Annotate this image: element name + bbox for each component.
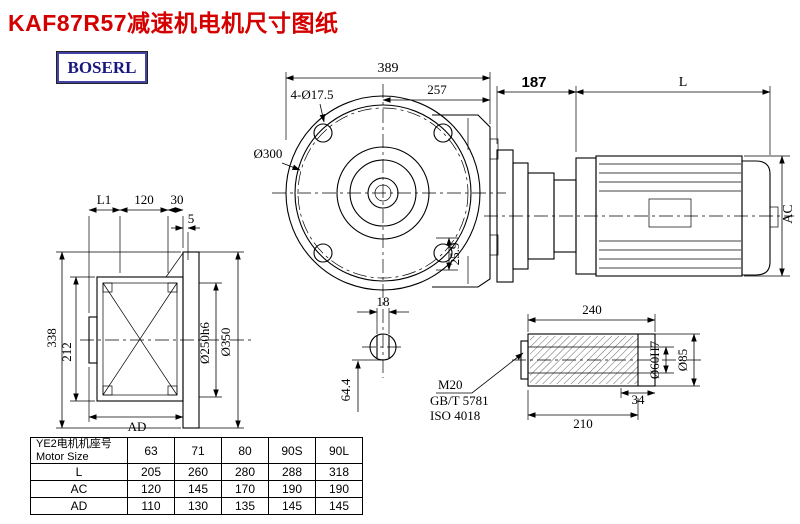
gearbox-shapes: [88, 251, 200, 429]
dim-top-row: L1 120 30: [88, 192, 184, 313]
flange-od-label: Ø350: [218, 328, 233, 357]
table-header-en: Motor Size: [36, 450, 89, 463]
adapter-shapes: [496, 149, 597, 283]
table-row-ac: AC 120 145 170 190 190: [30, 480, 363, 499]
table-cell: 260: [174, 463, 222, 482]
table-cell: 135: [221, 497, 269, 516]
dim-ac: AC: [744, 155, 796, 277]
dim-25-9: 25.9: [436, 237, 462, 271]
thread-std2-label: ISO 4018: [430, 408, 480, 423]
boserl-logo: BOSERL: [57, 52, 147, 83]
table-row-label: AD: [30, 497, 128, 516]
bolt-holes: [313, 123, 453, 263]
table-corner-cell: YE2电机机座号 Motor Size: [30, 436, 128, 465]
flange-circles: [285, 95, 481, 291]
thread-std1-label: GB/T 5781: [430, 393, 489, 408]
dim-od85: Ø85: [655, 333, 700, 387]
dim-25-9-label: 25.9: [447, 243, 462, 266]
dim-l-label: L: [679, 75, 688, 90]
thread-callout: M20 GB/T 5781 ISO 4018: [430, 352, 524, 423]
motor-side-view: 187 L AC: [484, 74, 796, 283]
dim-l: L: [575, 75, 771, 155]
dim-ac-label: AC: [781, 204, 796, 223]
table-size-col: 90S: [268, 436, 316, 465]
dim-210-label: 210: [573, 416, 593, 431]
table-row-ad: AD 110 130 135 145 145: [30, 497, 363, 516]
nameplate: [648, 198, 692, 228]
dim-18: 18: [357, 294, 409, 334]
table-header-cn: YE2电机机座号: [36, 438, 112, 450]
dim-338-label: 338: [44, 328, 59, 348]
dim-30-label: 30: [171, 192, 184, 207]
dim-18-label: 18: [377, 294, 390, 309]
dim-120-label: 120: [134, 192, 154, 207]
table-cell: 170: [221, 480, 269, 499]
table-row-label: AC: [30, 480, 128, 499]
dim-l1-label: L1: [97, 192, 111, 207]
housing-outline: [432, 114, 499, 288]
dim-spigot: Ø250h6: [197, 282, 222, 398]
motor-body: [595, 155, 779, 277]
table-cell: 205: [127, 463, 175, 482]
bore-dia-label: Ø60H7: [647, 340, 662, 379]
bolt-holes-label: 4-Ø17.5: [291, 87, 334, 102]
table-cell: 145: [174, 480, 222, 499]
fan-boss: [769, 206, 779, 228]
dim-64-4: 64.4: [338, 359, 383, 412]
dim-bore: Ø60H7: [647, 340, 674, 379]
table-size-col: 80: [221, 436, 269, 465]
table-cell: 280: [221, 463, 269, 482]
dim-212-label: 212: [59, 342, 74, 362]
dim-5-label: 5: [188, 211, 195, 226]
dim-210: 210: [527, 390, 639, 431]
table-row-l: L 205 260 280 288 318: [30, 463, 363, 482]
dim-257-label: 257: [427, 82, 447, 97]
shaft-dia-label: Ø85: [675, 349, 690, 371]
dim-389-label: 389: [378, 61, 399, 76]
shaft-shapes: [520, 333, 656, 387]
dim-5: 5: [171, 211, 200, 260]
bolt-holes-callout: 4-Ø17.5: [291, 87, 334, 123]
table-cell: 318: [315, 463, 363, 482]
dim-64-4-label: 64.4: [338, 378, 353, 401]
table-cell: 190: [268, 480, 316, 499]
table-cell: 145: [315, 497, 363, 516]
shaft-detail-view: 240 M20 GB/T 5781 ISO 4018 34 210: [430, 302, 702, 431]
thread-label: M20: [438, 377, 463, 392]
flange-dia-label: Ø300: [254, 146, 283, 161]
table-header-row: YE2电机机座号 Motor Size 63 71 80 90S 90L: [30, 436, 363, 465]
dim-flange-od: Ø350: [199, 251, 244, 429]
dim-257: 257: [382, 82, 491, 103]
dim-338: 338: [44, 251, 181, 429]
table-cell: 190: [315, 480, 363, 499]
page-title: KAF87R57减速机电机尺寸图纸: [8, 10, 339, 36]
table-cell: 120: [127, 480, 175, 499]
dim-389: 389: [285, 61, 491, 140]
table-cell: 288: [268, 463, 316, 482]
dim-187-label: 187: [521, 74, 546, 91]
dim-240: 240: [527, 302, 656, 332]
motor-size-table: YE2电机机座号 Motor Size 63 71 80 90S 90L L 2…: [30, 436, 363, 516]
front-view: 389 257 4-Ø17.5 Ø300 25.9: [254, 61, 506, 412]
table-row-label: L: [30, 463, 128, 482]
gearbox-side-view: L1 120 30 5 338 212: [44, 192, 252, 434]
dim-212: 212: [59, 276, 95, 402]
fan-cover: [741, 160, 771, 276]
centerlines: [272, 84, 506, 378]
dim-ad-label: AD: [128, 419, 147, 434]
table-size-col: 63: [127, 436, 175, 465]
table-size-col: 71: [174, 436, 222, 465]
cooling-fins: [599, 163, 741, 269]
spigot-dia-label: Ø250h6: [197, 322, 212, 364]
table-size-col: 90L: [315, 436, 363, 465]
table-cell: 130: [174, 497, 222, 516]
flange-dia-callout: Ø300: [254, 146, 301, 171]
dim-ad: AD: [88, 367, 184, 434]
dim-187: 187: [496, 74, 577, 152]
dim-240-label: 240: [582, 302, 602, 317]
table-cell: 145: [268, 497, 316, 516]
table-cell: 110: [127, 497, 175, 516]
